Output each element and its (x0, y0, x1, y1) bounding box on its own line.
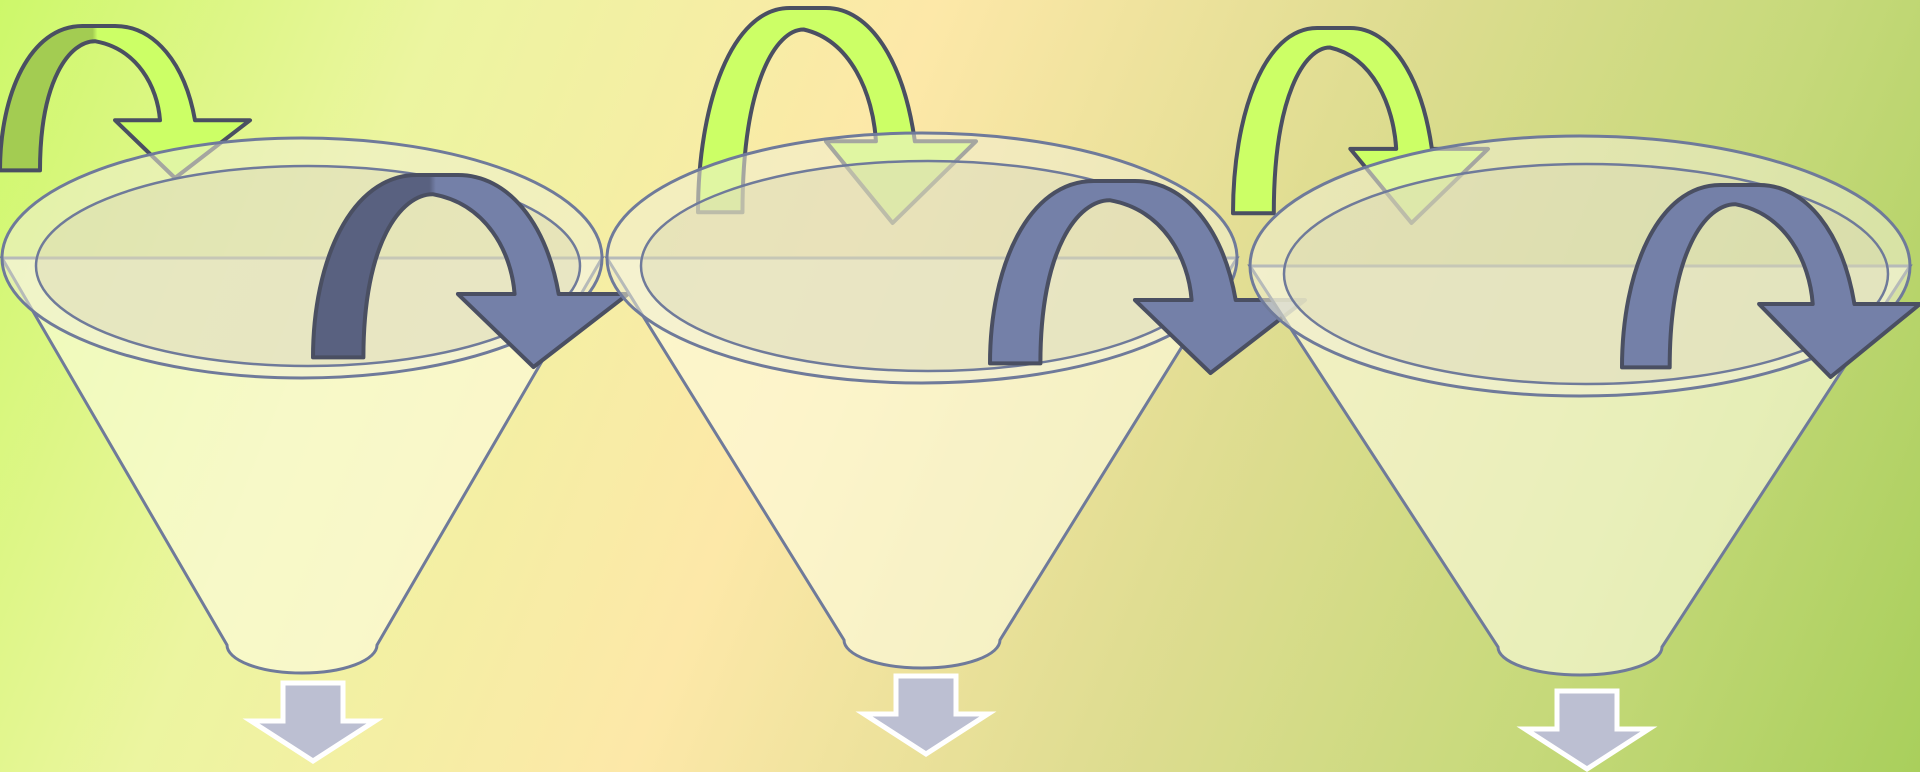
diagram-canvas (0, 0, 1920, 772)
funnel-diagram (0, 0, 1920, 772)
